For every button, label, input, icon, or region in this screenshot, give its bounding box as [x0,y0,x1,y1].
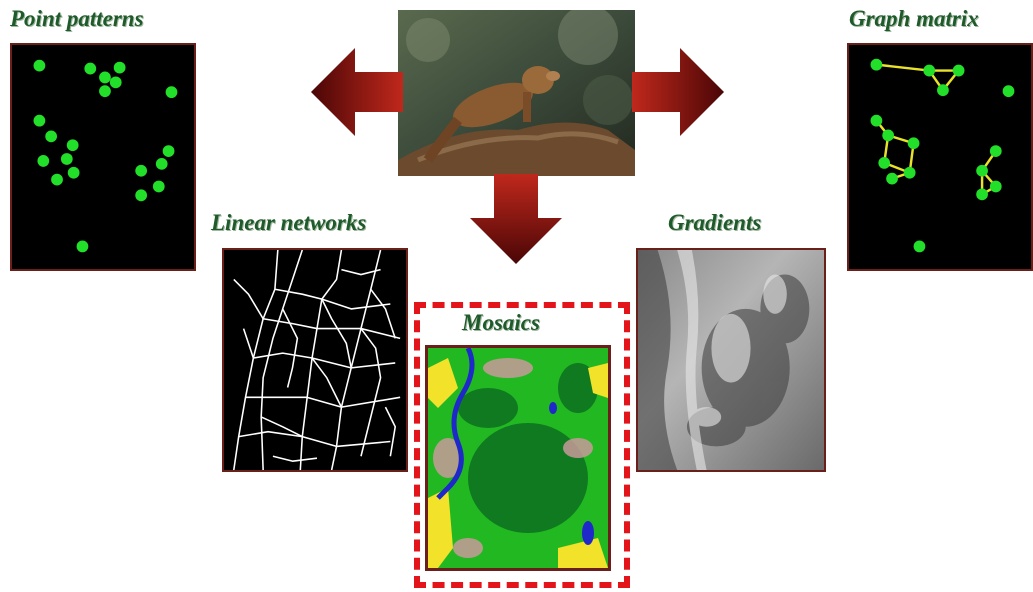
mosaics-highlight-frame [414,302,630,588]
point-patterns-plot [33,59,178,253]
mosaics-map [428,348,608,568]
graph-matrix-plot [870,58,1015,253]
graph-matrix-panel [847,43,1033,271]
gradients-panel [636,248,826,472]
down-arrow [470,174,562,264]
center-photo [398,10,635,176]
linear-networks-map [233,250,401,470]
mosaics-panel [425,345,611,571]
left-arrow [311,48,403,136]
gradients-relief [638,250,824,470]
label-gradients: Gradients [668,210,762,235]
label-linear-networks: Linear networks [211,210,367,235]
label-mosaics: Mosaics [462,310,540,335]
label-graph-matrix: Graph matrix [849,6,979,31]
right-arrow [632,48,724,136]
label-point-patterns: Point patterns [10,6,144,31]
point-patterns-panel [10,43,196,271]
linear-networks-panel [222,248,408,472]
